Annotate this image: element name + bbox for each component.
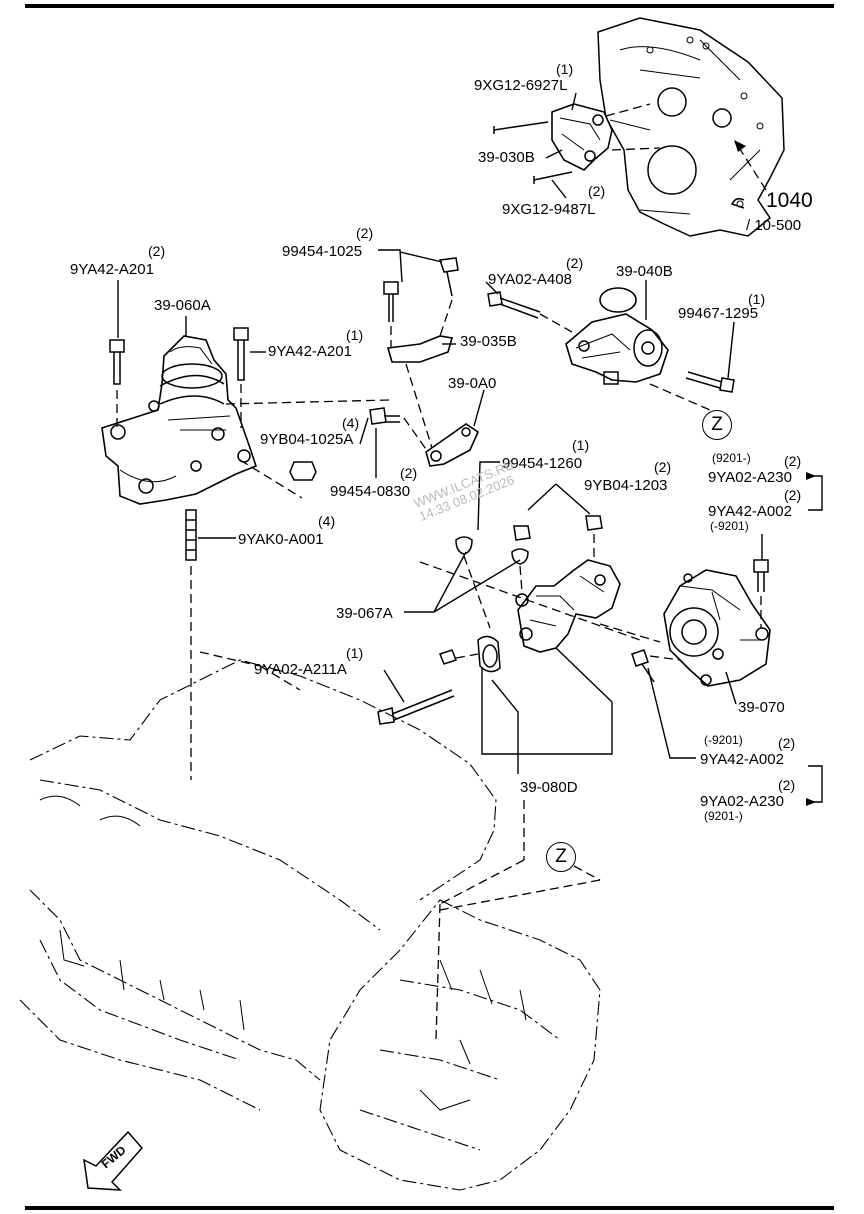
nut-99454-1260 [513, 525, 531, 541]
bolt-9ya02-a211a [377, 689, 455, 725]
part-9ya02-a408[interactable]: 9YA02-A408 [488, 271, 572, 288]
qty-9ya42-a002-lower: (2) [778, 735, 796, 751]
part-99467-1295[interactable]: 99467-1295 [678, 305, 759, 322]
part-39-0a0[interactable]: 39-0A0 [448, 375, 497, 392]
part-99454-1025[interactable]: 99454-1025 [282, 243, 363, 260]
engine-mount-39-060a [101, 335, 257, 505]
range-9201-upper: (9201-) [712, 451, 751, 465]
part-9xg12-6927l[interactable]: 9XG12-6927L [474, 77, 568, 94]
hand-pointer-icon [730, 197, 745, 209]
part-39-067a[interactable]: 39-067A [336, 605, 393, 622]
part-39-060a[interactable]: 39-060A [154, 297, 211, 314]
bolt-99467-1295 [685, 371, 735, 393]
bolt-9xg12-6927l [493, 121, 549, 134]
qty-9ya02-a408: (2) [566, 255, 584, 271]
qty-9ya42-a002-upper: (2) [784, 487, 802, 503]
mount-39-070 [663, 569, 771, 687]
bracket-39-030b [551, 103, 613, 171]
qty-99467-1295: (1) [748, 291, 766, 307]
qty-99454-0830: (2) [400, 465, 418, 481]
part-39-080d[interactable]: 39-080D [520, 779, 578, 796]
part-39-030b[interactable]: 39-030B [478, 149, 535, 166]
part-9xg12-9487l[interactable]: 9XG12-9487L [502, 201, 596, 218]
qty-9yb04-1203: (2) [654, 459, 672, 475]
ref-1040[interactable]: 1040 [766, 189, 813, 212]
bolt-99454-0830 [369, 407, 400, 425]
part-9yb04-1203[interactable]: 9YB04-1203 [584, 477, 668, 494]
bolt-upper-small [439, 649, 457, 665]
forward-arrow-icon [83, 1130, 143, 1191]
part-9ya42-a002-upper[interactable]: 9YA42-A002 [708, 503, 792, 520]
nut-9yb04-1203 [585, 515, 603, 531]
part-9ya02-a230-lower[interactable]: 9YA02-A230 [700, 793, 784, 810]
bolt-9ya42-a002-upper [753, 559, 769, 592]
part-39-035b[interactable]: 39-035B [460, 333, 517, 350]
part-9ya42-a201-left[interactable]: 9YA42-A201 [70, 261, 154, 278]
part-9ya42-a201-mid[interactable]: 9YA42-A201 [268, 343, 352, 360]
bushing-39-067a [477, 635, 501, 673]
range-9201-lower: (-9201) [704, 733, 743, 747]
qty-9yb04-1025a: (4) [342, 415, 360, 431]
qty-9ya02-a230-upper: (2) [784, 453, 802, 469]
nut-9yb04-1025a [289, 461, 317, 481]
ref-10-500[interactable]: / 10-500 [746, 217, 802, 234]
bolt-9xg12-9487l [533, 171, 573, 184]
bolt-9ya42-a201-left [109, 339, 125, 385]
qty-9yak0-a001: (4) [318, 513, 336, 529]
ref-circle-z-upper: Z [702, 410, 732, 440]
bolt-9ya42-a002-lower [631, 649, 655, 683]
bracket-39-035b [386, 335, 454, 363]
bolt-9ya02-a408 [487, 291, 541, 319]
range-9201-lower-b: (9201-) [704, 809, 743, 823]
engine-cover-illustration [597, 17, 785, 237]
part-39-040b[interactable]: 39-040B [616, 263, 673, 280]
qty-99454-1260: (1) [572, 437, 590, 453]
stud-9yak0-a001 [185, 509, 197, 561]
ref-circle-z-lower: Z [546, 842, 576, 872]
part-9yak0-a001[interactable]: 9YAK0-A001 [238, 531, 324, 548]
part-99454-1260[interactable]: 99454-1260 [502, 455, 583, 472]
qty-9xg12-9487l: (2) [588, 183, 606, 199]
part-9ya02-a230-upper[interactable]: 9YA02-A230 [708, 469, 792, 486]
qty-9xg12-6927l: (1) [556, 61, 574, 77]
bracket-39-080d [515, 559, 621, 653]
part-39-070[interactable]: 39-070 [738, 699, 785, 716]
washer-b [511, 548, 529, 565]
bolt-9ya42-a201-mid [233, 327, 249, 381]
part-9ya42-a002-lower[interactable]: 9YA42-A002 [700, 751, 784, 768]
qty-9ya02-a230-lower: (2) [778, 777, 796, 793]
mount-39-040b [565, 287, 669, 385]
part-9yb04-1025a[interactable]: 9YB04-1025A [260, 431, 354, 448]
washer-a [455, 536, 473, 555]
bracket-39-0a0 [425, 423, 480, 467]
qty-99454-1025: (2) [356, 225, 374, 241]
part-9ya02-a211a[interactable]: 9YA02-A211A [254, 661, 347, 678]
qty-9ya42-a201-mid: (1) [346, 327, 364, 343]
engine-block-illustration [19, 659, 601, 1191]
part-99454-0830[interactable]: 99454-0830 [330, 483, 411, 500]
qty-9ya42-a201-left: (2) [148, 243, 166, 259]
range-9201-upper-b: (-9201) [710, 519, 749, 533]
bolt-99454-1025-b [383, 281, 399, 322]
bolt-99454-1025-a [438, 257, 459, 297]
qty-9ya02-a211a: (1) [346, 645, 364, 661]
